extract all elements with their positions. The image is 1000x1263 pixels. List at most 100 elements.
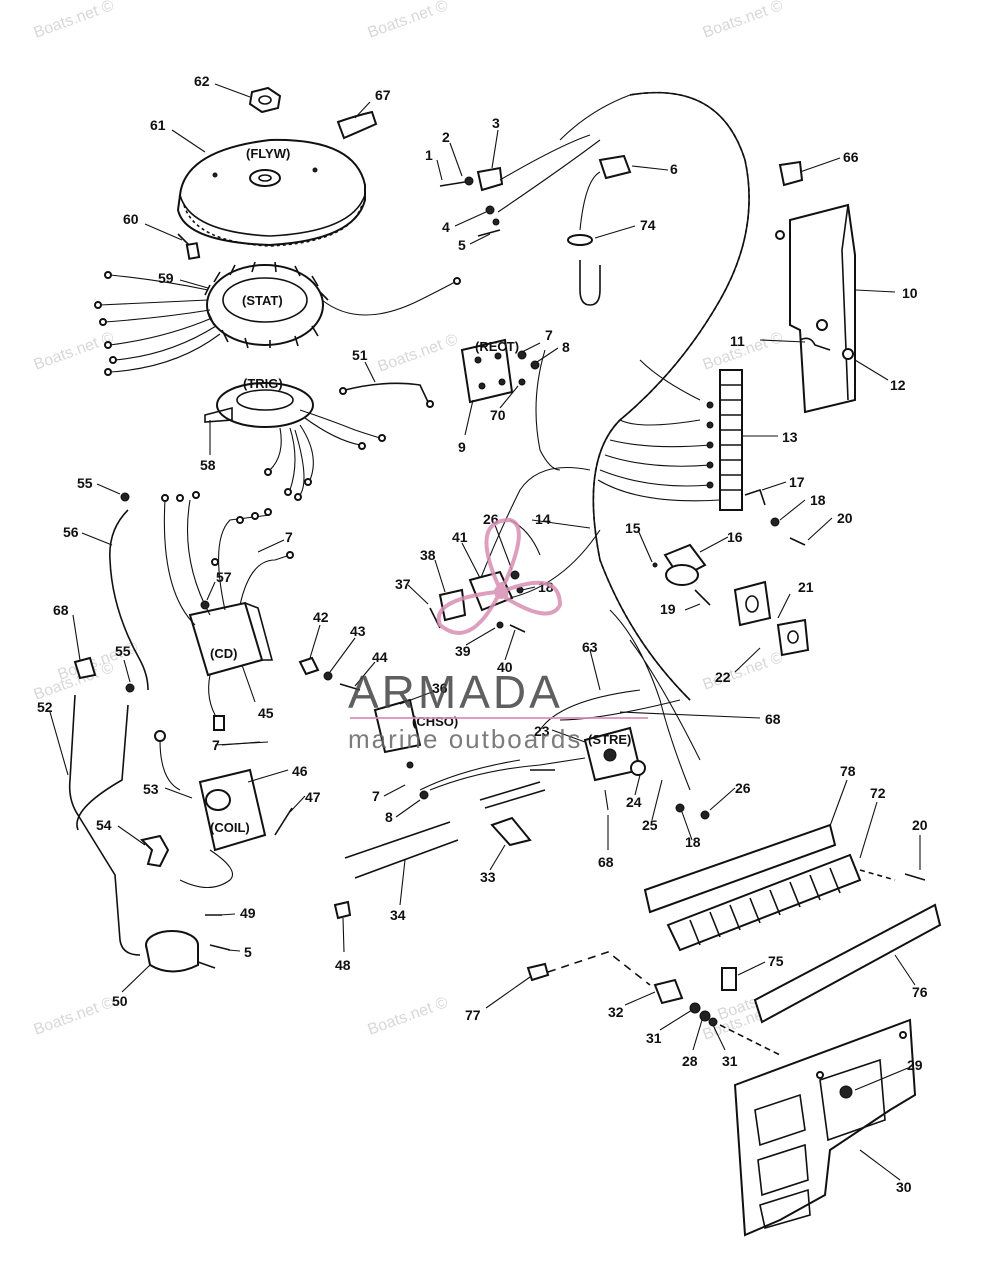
logo-subtitle: marine outboards — [348, 724, 582, 754]
callout: 14 — [535, 511, 551, 527]
callout: 17 — [789, 474, 805, 490]
callout: 15 — [625, 520, 641, 536]
callout: 9 — [458, 439, 466, 455]
tag-rectifier: (RECT) — [475, 339, 519, 354]
callout: 38 — [420, 547, 436, 563]
callout: 55 — [115, 643, 131, 659]
watermark: Boats.net © — [701, 0, 786, 42]
callout: 7 — [285, 529, 293, 545]
clamp-11-12 — [799, 337, 854, 360]
callout: 31 — [646, 1030, 662, 1046]
callout: 50 — [112, 993, 128, 1009]
key-67 — [336, 110, 378, 140]
callout: 8 — [385, 809, 393, 825]
watermark: Boats.net © — [701, 649, 786, 694]
cd-module — [161, 491, 294, 731]
callout: 24 — [626, 794, 642, 810]
callout: 56 — [63, 524, 79, 540]
callout: 36 — [432, 680, 448, 696]
callout: 57 — [216, 569, 232, 585]
callout: 28 — [682, 1053, 698, 1069]
callout: 61 — [150, 117, 166, 133]
watermark: Boats.net © — [32, 994, 117, 1039]
callout: 11 — [730, 333, 745, 349]
callout: 68 — [53, 602, 69, 618]
leads-33-34 — [333, 781, 546, 920]
callout: 58 — [200, 457, 216, 473]
callout: 16 — [727, 529, 743, 545]
nut-62 — [248, 86, 282, 114]
terminal-block-13 — [706, 369, 743, 511]
callout: 10 — [902, 285, 918, 301]
callout: 59 — [158, 270, 174, 286]
callout: 18 — [810, 492, 826, 508]
tag-cd: (CD) — [210, 646, 237, 661]
bracket-10 — [775, 203, 856, 414]
cap-68 — [73, 656, 97, 680]
callout: 42 — [313, 609, 329, 625]
callout: 22 — [715, 669, 731, 685]
callout: 55 — [77, 475, 93, 491]
callout: 5 — [458, 237, 466, 253]
callout: 26 — [735, 780, 751, 796]
callout: 68 — [598, 854, 614, 870]
callout: 60 — [123, 211, 139, 227]
callout: 43 — [350, 623, 366, 639]
callout: 53 — [143, 781, 159, 797]
callout: 5 — [244, 944, 252, 960]
tag-coil: (COIL) — [210, 820, 250, 835]
callout: 20 — [837, 510, 853, 526]
callout: 33 — [480, 869, 496, 885]
armada-logo: ARMADA marine outboards — [348, 517, 648, 754]
callout: 44 — [372, 649, 388, 665]
plate-76 — [753, 903, 942, 1024]
bolt-60 — [177, 233, 201, 260]
plug-6 — [567, 154, 632, 306]
elbow-54 — [140, 834, 170, 868]
callout: 20 — [912, 817, 928, 833]
callout: 78 — [840, 763, 856, 779]
watermark: Boats.net © — [32, 0, 117, 42]
watermark: Boats.net © — [366, 0, 451, 42]
callout: 34 — [390, 907, 406, 923]
callout: 31 — [722, 1053, 738, 1069]
small-hardware-1-5 — [439, 134, 601, 237]
callout: 52 — [37, 699, 53, 715]
hardware-42-44 — [298, 656, 361, 691]
callout: 41 — [452, 529, 468, 545]
watermark: Boats.net © — [376, 331, 461, 376]
callout: 13 — [782, 429, 798, 445]
callout: 12 — [890, 377, 906, 393]
callout: 66 — [843, 149, 859, 165]
callout: 76 — [912, 984, 928, 1000]
flywheel — [176, 138, 366, 247]
callout: 8 — [562, 339, 570, 355]
watermark: Boats.net © — [366, 994, 451, 1039]
lead-51 — [339, 382, 434, 408]
trigger — [204, 382, 386, 501]
callout: 21 — [798, 579, 814, 595]
logo-name: ARMADA — [348, 666, 563, 718]
leader-lines — [49, 83, 921, 1181]
propeller-icon — [436, 517, 563, 635]
callout: 18 — [685, 834, 701, 850]
callout: 29 — [907, 1057, 923, 1073]
callout: 1 — [425, 147, 433, 163]
callout: 30 — [896, 1179, 912, 1195]
label-strip-78 — [643, 823, 837, 914]
clip-66 — [778, 160, 804, 187]
watermark: Boats.net © — [32, 329, 117, 374]
tag-trigger: (TRIG) — [243, 376, 283, 391]
callout: 51 — [352, 347, 368, 363]
callout: 67 — [375, 87, 391, 103]
choke — [373, 698, 429, 800]
callout: 62 — [194, 73, 210, 89]
tag-stator: (STAT) — [242, 293, 283, 308]
tube-52 — [68, 694, 141, 956]
buzzer-50 — [145, 914, 231, 973]
callout: 25 — [642, 817, 658, 833]
tag-flywheel: (FLYW) — [246, 146, 290, 161]
callout: 75 — [768, 953, 784, 969]
callout-numbers: 62 67 61 60 59 51 58 1 2 3 4 5 6 74 66 1… — [37, 73, 928, 1195]
